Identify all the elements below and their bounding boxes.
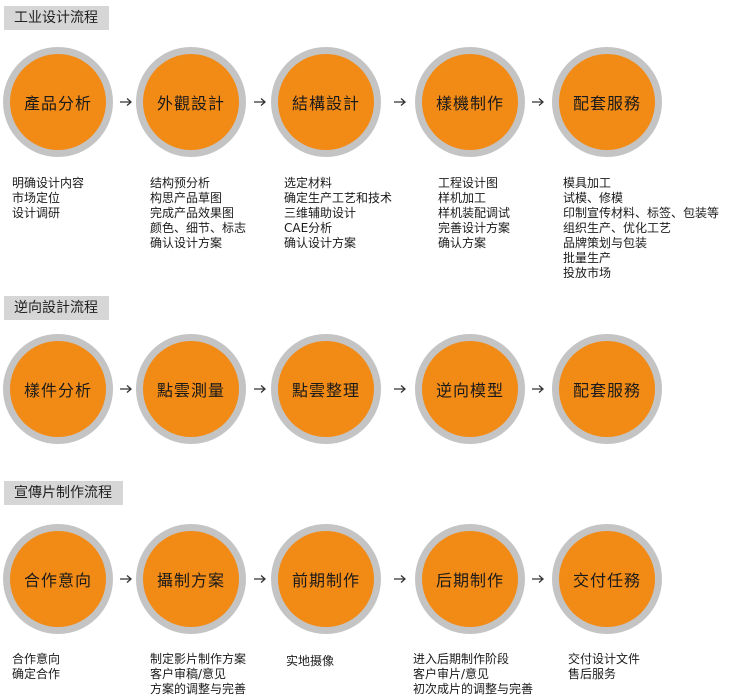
step-description: 制定影片制作方案 客户审稿/意见 方案的调整与完善 xyxy=(150,652,246,697)
desc-line: 制定影片制作方案 xyxy=(150,652,247,666)
step-support-service: 配套服務 xyxy=(552,334,662,444)
desc-line: 印制宣传材料、标签、包装等 xyxy=(563,206,720,220)
step-description: 实地摄像 xyxy=(286,654,334,669)
step-cooperation-intent: 合作意向 xyxy=(3,524,113,634)
desc-line: 售后服务 xyxy=(568,667,617,681)
desc-line: 构思产品草图 xyxy=(150,191,223,205)
arrow-right-icon xyxy=(531,384,545,394)
step-product-analysis: 產品分析 xyxy=(3,47,113,157)
step-point-cloud-measure: 點雲測量 xyxy=(136,334,246,444)
desc-line: 方案的调整与完善 xyxy=(150,682,247,696)
step-label: 合作意向 xyxy=(23,571,92,590)
step-description: 选定材料 确定生产工艺和技术 三维辅助设计 CAE分析 确认设计方案 xyxy=(284,176,392,251)
step-label: 產品分析 xyxy=(23,94,92,113)
step-label: 樣件分析 xyxy=(23,381,92,400)
step-label: 后期制作 xyxy=(435,571,504,590)
desc-line: 确定合作 xyxy=(12,667,61,681)
desc-line: 模具加工 xyxy=(563,176,612,190)
desc-line: 颜色、细节、标志 xyxy=(150,221,247,235)
step-label: 前期制作 xyxy=(291,571,360,590)
section-title-promo-video: 宣傳片制作流程 xyxy=(4,481,123,505)
desc-line: 合作意向 xyxy=(12,652,61,666)
step-label: 點雲整理 xyxy=(291,381,360,400)
desc-line: 确认设计方案 xyxy=(150,236,223,250)
desc-line: 完善设计方案 xyxy=(438,221,511,235)
step-description: 合作意向 确定合作 xyxy=(12,652,60,682)
desc-line: 明确设计内容 xyxy=(12,176,85,190)
desc-line: 确认方案 xyxy=(438,236,487,250)
desc-line: 组织生产、优化工艺 xyxy=(563,221,672,235)
desc-line: 样机装配调试 xyxy=(438,206,511,220)
desc-line: 客户审稿/意见 xyxy=(150,667,227,681)
step-point-cloud-process: 點雲整理 xyxy=(271,334,381,444)
step-prototype: 樣機制作 xyxy=(415,47,525,157)
step-label: 配套服務 xyxy=(572,94,641,113)
step-description: 明确设计内容 市场定位 设计调研 xyxy=(12,176,84,221)
step-description: 工程设计图 样机加工 样机装配调试 完善设计方案 确认方案 xyxy=(438,176,510,251)
step-label: 點雲測量 xyxy=(156,381,225,400)
desc-line: 试模、修模 xyxy=(563,191,624,205)
step-label: 結構設計 xyxy=(291,94,360,113)
step-structure-design: 結構設計 xyxy=(271,47,381,157)
desc-line: 进入后期制作阶段 xyxy=(413,652,510,666)
desc-line: 实地摄像 xyxy=(286,654,335,668)
step-description: 结构预分析 构思产品草图 完成产品效果图 颜色、细节、标志 确认设计方案 xyxy=(150,176,246,251)
arrow-right-icon xyxy=(393,384,407,394)
desc-line: 市场定位 xyxy=(12,191,61,205)
desc-line: 交付设计文件 xyxy=(568,652,641,666)
desc-line: 样机加工 xyxy=(438,191,487,205)
arrow-right-icon xyxy=(119,574,133,584)
desc-line: 确定生产工艺和技术 xyxy=(284,191,393,205)
desc-line: 初次成片的调整与完善 xyxy=(413,682,534,696)
step-pre-production: 前期制作 xyxy=(271,524,381,634)
step-label: 攝制方案 xyxy=(156,571,225,590)
desc-line: 工程设计图 xyxy=(438,176,499,190)
step-post-production: 后期制作 xyxy=(415,524,525,634)
desc-line: 批量生产 xyxy=(563,251,612,265)
desc-line: 结构预分析 xyxy=(150,176,211,190)
desc-line: 品牌策划与包装 xyxy=(563,236,648,250)
arrow-right-icon xyxy=(393,574,407,584)
step-label: 樣機制作 xyxy=(435,94,504,113)
step-description: 交付设计文件 售后服务 xyxy=(568,652,640,682)
step-appearance-design: 外觀設計 xyxy=(136,47,246,157)
arrow-right-icon xyxy=(253,574,267,584)
step-delivery: 交付任務 xyxy=(552,524,662,634)
step-shooting-plan: 攝制方案 xyxy=(136,524,246,634)
step-sample-analysis: 樣件分析 xyxy=(3,334,113,444)
arrow-right-icon xyxy=(119,384,133,394)
arrow-right-icon xyxy=(253,384,267,394)
step-description: 模具加工 试模、修模 印制宣传材料、标签、包装等 组织生产、优化工艺 品牌策划与… xyxy=(563,176,719,281)
arrow-right-icon xyxy=(531,97,545,107)
step-description: 进入后期制作阶段 客户审片/意见 初次成片的调整与完善 xyxy=(413,652,533,697)
section-title-reverse-design: 逆向設計流程 xyxy=(4,296,109,320)
arrow-right-icon xyxy=(253,97,267,107)
step-label: 配套服務 xyxy=(572,381,641,400)
desc-line: 客户审片/意见 xyxy=(413,667,490,681)
desc-line: 确认设计方案 xyxy=(284,236,357,250)
desc-line: 设计调研 xyxy=(12,206,61,220)
arrow-right-icon xyxy=(531,574,545,584)
step-label: 逆向模型 xyxy=(435,381,504,400)
step-label: 外觀設計 xyxy=(156,94,225,113)
section-title-industrial-design: 工业设计流程 xyxy=(4,6,109,30)
step-reverse-model: 逆向模型 xyxy=(415,334,525,444)
desc-line: CAE分析 xyxy=(284,221,333,235)
step-label: 交付任務 xyxy=(572,571,641,590)
desc-line: 完成产品效果图 xyxy=(150,206,235,220)
step-support-service: 配套服務 xyxy=(552,47,662,157)
desc-line: 三维辅助设计 xyxy=(284,206,357,220)
arrow-right-icon xyxy=(119,97,133,107)
arrow-right-icon xyxy=(393,97,407,107)
desc-line: 投放市场 xyxy=(563,266,612,280)
desc-line: 选定材料 xyxy=(284,176,333,190)
